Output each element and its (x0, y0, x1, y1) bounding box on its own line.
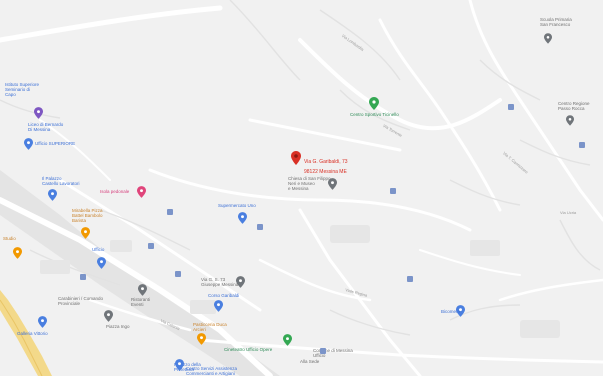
selected-location-label: Via G. Garibaldi, 73 98122 Messina ME (304, 155, 348, 175)
ufficio-pin-icon[interactable] (97, 257, 106, 269)
place-label-studio: Studio (3, 236, 16, 241)
place-label-ufficio: Ufficio (92, 247, 105, 252)
palazzo-pin-icon[interactable] (48, 189, 57, 201)
school-pin-icon[interactable] (544, 33, 552, 44)
place-label-garibaldi: Corso Garibaldi (208, 293, 240, 298)
gallery-pin-icon[interactable] (38, 316, 47, 328)
supermarket-pin-icon[interactable] (238, 212, 247, 224)
garibaldi-pin-icon[interactable] (214, 300, 223, 312)
piazza-pin-icon[interactable] (104, 310, 113, 322)
cinema-pin-icon[interactable] (283, 334, 292, 346)
bus-stop-icon[interactable] (257, 224, 263, 230)
school-purple-pin-icon[interactable] (34, 107, 43, 119)
bus-stop-icon[interactable] (80, 274, 86, 280)
studio-pin-icon[interactable] (13, 247, 22, 259)
place-label-liceo: Liceo di Bernardo Di Messina (28, 122, 64, 132)
street-label: Via Ucria (560, 210, 577, 215)
selected-location-pin-icon[interactable] (291, 151, 301, 165)
place-label-regione: Centro Regione Passo Rocca (558, 101, 590, 111)
services-pin-icon[interactable] (175, 359, 184, 371)
bus-stop-icon[interactable] (148, 243, 154, 249)
bicomera-pin-icon[interactable] (456, 305, 465, 317)
place-label-sportivo: Centro Sportivo Ticinello (350, 112, 399, 117)
place-label-bicomera: Bicomera (441, 309, 461, 314)
place-label-giuseppe: Via G. S. 73 Giuseppe Messina (201, 277, 239, 287)
pizzeria-pin-icon[interactable] (81, 227, 90, 239)
place-label-unes: Alla Sede (300, 359, 320, 364)
place-label-superiore: Ufficio SUPERIORE (35, 141, 76, 146)
bus-stop-icon[interactable] (390, 188, 396, 194)
restaurant-pin-icon[interactable] (138, 284, 147, 296)
selected-location-address: 98122 Messina ME (304, 169, 347, 175)
bus-stop-icon[interactable] (167, 209, 173, 215)
place-label-pedonale: Isola pedonale (100, 189, 130, 194)
place-label-centro: Carabinieri / Comando Provinciale (58, 296, 104, 306)
bus-stop-icon[interactable] (508, 104, 514, 110)
place-label-pizzeria: Mirabella Pizza Battel Bambolo Barista (72, 208, 103, 223)
pastry-shop-pin-icon[interactable] (197, 333, 206, 345)
regione-pin-icon[interactable] (566, 115, 574, 126)
bus-stop-icon[interactable] (579, 142, 585, 148)
office-pin-icon[interactable] (24, 138, 33, 150)
place-label-comune: Comune di Messina Ufficio (313, 348, 353, 358)
place-label-scuola: Supermercato Uno (218, 203, 256, 208)
bus-stop-icon[interactable] (320, 348, 326, 354)
place-label-ristoranti: Ristoranti Eventi (131, 297, 151, 307)
place-label-piazza: Piazza Ingo (106, 324, 130, 329)
bus-stop-icon[interactable] (175, 271, 181, 277)
giuseppe-pin-icon[interactable] (236, 276, 245, 288)
place-label-catania: Scuola Primaria San Francesco (540, 17, 572, 27)
place-label-chiesa: Chiesa di San Filippo Neri e Museo e Mes… (288, 176, 331, 191)
bus-stop-icon[interactable] (407, 276, 413, 282)
place-label-pasticceria: Pasticceria Duca Arcieri (193, 322, 227, 332)
place-label-istituto: Istituto Superiore Seminario di Capo (5, 82, 40, 97)
place-label-servizi: Centro Servizi Assistenza Commercianti e… (186, 366, 238, 376)
church-pin-icon[interactable] (328, 178, 337, 190)
place-label-galleria: Cineteatro Ufficio Opere (224, 347, 273, 352)
place-label-cattedrale: Galleria Vittorio (17, 331, 48, 336)
pedestrian-zone-pin-icon[interactable] (137, 186, 146, 198)
sports-center-pin-icon[interactable] (369, 97, 379, 110)
place-label-palazzo: Il Palazzo Castello Lavoratori (42, 176, 80, 186)
selected-location-name: Via G. Garibaldi, 73 (304, 159, 348, 165)
